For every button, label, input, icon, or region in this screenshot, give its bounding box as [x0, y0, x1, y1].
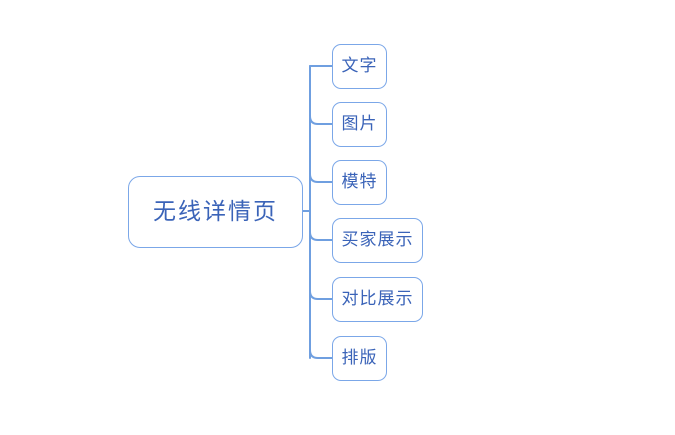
- connector-branch-2: [309, 115, 333, 125]
- child-node-6-label: 排版: [341, 348, 378, 368]
- root-node[interactable]: 无线详情页: [128, 176, 303, 248]
- connector-branch-5: [309, 290, 333, 300]
- connector-branch-6: [309, 349, 333, 359]
- connector-branch-3: [309, 173, 333, 183]
- child-node-4[interactable]: 买家展示: [332, 218, 423, 263]
- child-node-3[interactable]: 模特: [332, 160, 387, 205]
- child-node-6[interactable]: 排版: [332, 336, 387, 381]
- child-node-4-label: 买家展示: [341, 230, 414, 250]
- root-node-label: 无线详情页: [153, 198, 278, 225]
- child-node-3-label: 模特: [341, 172, 378, 192]
- connector-branch-1: [309, 65, 333, 75]
- child-node-5-label: 对比展示: [341, 289, 414, 309]
- child-node-1[interactable]: 文字: [332, 44, 387, 89]
- child-node-2-label: 图片: [341, 114, 378, 134]
- connector-branch-4: [309, 231, 333, 241]
- child-node-5[interactable]: 对比展示: [332, 277, 423, 322]
- child-node-1-label: 文字: [341, 56, 378, 76]
- child-node-2[interactable]: 图片: [332, 102, 387, 147]
